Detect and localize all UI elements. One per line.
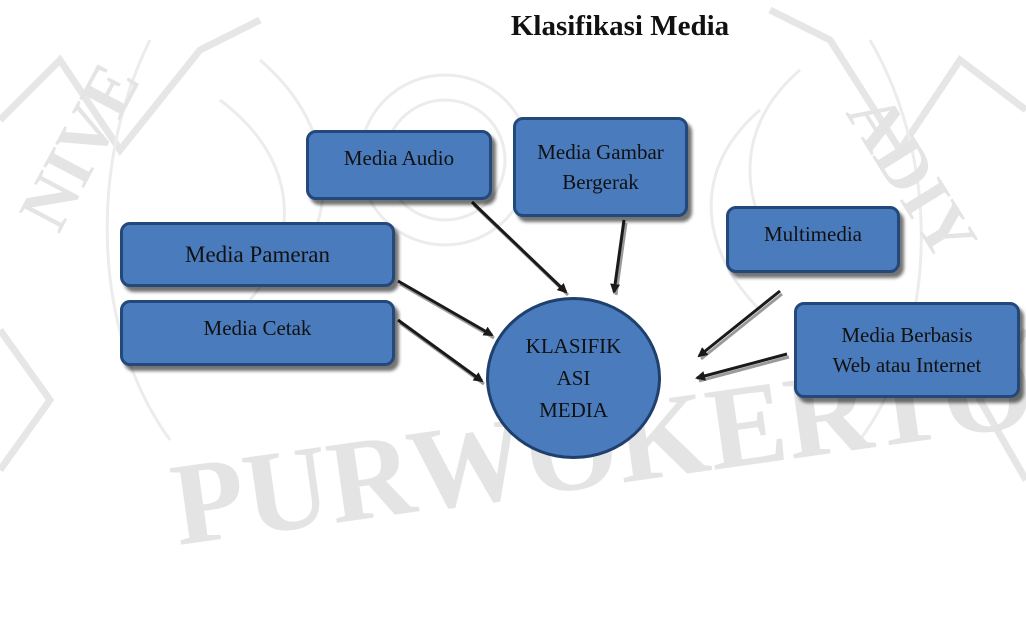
center-label-line: MEDIA (539, 398, 608, 422)
arrow-media-cetak (397, 318, 484, 383)
node-label-line: Media Pameran (185, 241, 330, 267)
center-label-line: KLASIFIK (525, 334, 622, 358)
arrow-media-audio-shadow (472, 203, 570, 297)
diagram-title: Klasifikasi Media (510, 10, 730, 42)
center-node-klasifikasi-media: KLASIFIK ASI MEDIA (486, 297, 661, 459)
node-media-cetak: Media Cetak (120, 300, 395, 366)
arrow-media-pameran-shadow (399, 282, 495, 340)
node-media-audio: Media Audio (306, 130, 492, 200)
arrow-media-gambar-bergerak (610, 219, 626, 294)
arrow-media-gambar-bergerak-shadow (614, 222, 628, 296)
node-label-line: Web atau Internet (832, 353, 982, 377)
arrow-media-berbasis-web (695, 352, 788, 381)
node-multimedia: Multimedia (726, 206, 900, 273)
center-label-line: ASI (556, 366, 591, 390)
node-media-berbasis-web: Media Berbasis Web atau Internet (794, 302, 1020, 398)
node-label-line: Media Cetak (203, 316, 312, 340)
node-label-line: Bergerak (562, 170, 639, 194)
node-media-pameran: Media Pameran (120, 222, 395, 287)
arrow-media-pameran (397, 279, 494, 337)
arrow-media-cetak-shadow (399, 321, 485, 386)
node-label-line: Multimedia (764, 222, 862, 246)
arrow-media-berbasis-web-shadow (698, 355, 790, 383)
node-media-gambar-bergerak: Media Gambar Bergerak (513, 117, 688, 217)
node-label-line: Media Gambar (537, 140, 664, 164)
node-label-line: Media Audio (343, 146, 455, 170)
arrow-multimedia (697, 289, 781, 358)
node-label-line: Media Berbasis (841, 323, 973, 347)
arrow-multimedia-shadow (700, 292, 783, 361)
watermark-letters-left: NIVE (5, 52, 155, 243)
